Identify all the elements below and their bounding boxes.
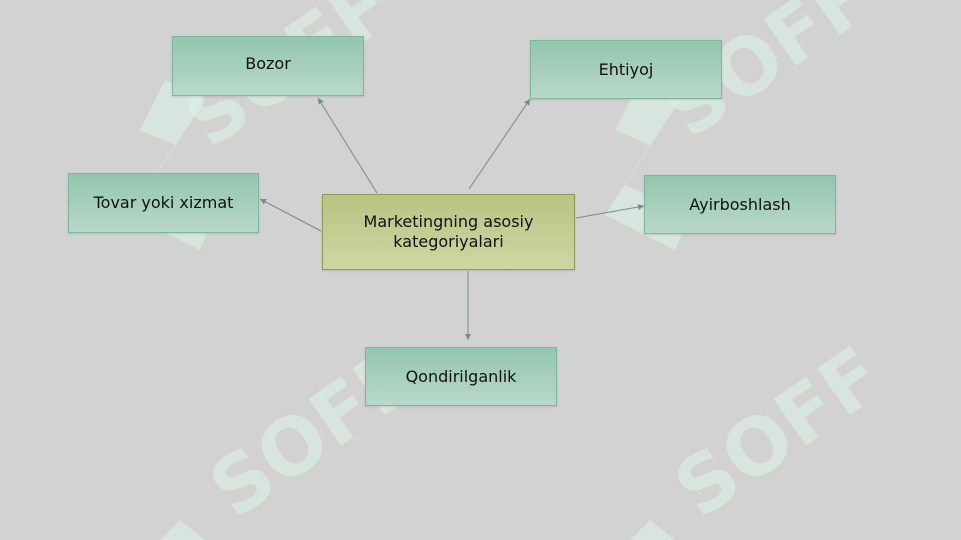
node-bozor-label: Bozor [245,54,291,73]
connector-to-ayirboshlash [575,204,645,219]
node-ehtiyoj-label: Ehtiyoj [598,59,654,79]
node-center-label: Marketingning asosiy kategoriyalari [363,212,534,251]
connector-to-tovar [259,198,322,232]
node-center: Marketingning asosiy kategoriyalari [322,194,575,270]
connector-to-bozor [317,97,378,194]
node-bozor: Bozor [172,36,364,96]
node-tovar-yoki-xizmat: Tovar yoki xizmat [68,173,259,233]
node-qondirilganlik-label: Qondirilganlik [405,366,517,386]
node-ayirboshlash-label: Ayirboshlash [689,194,791,214]
node-ayirboshlash: Ayirboshlash [644,175,836,234]
node-ehtiyoj: Ehtiyoj [530,40,722,99]
node-tovar-label: Tovar yoki xizmat [93,193,234,212]
connector-to-ehtiyoj [468,98,531,190]
node-qondirilganlik: Qondirilganlik [365,347,557,406]
